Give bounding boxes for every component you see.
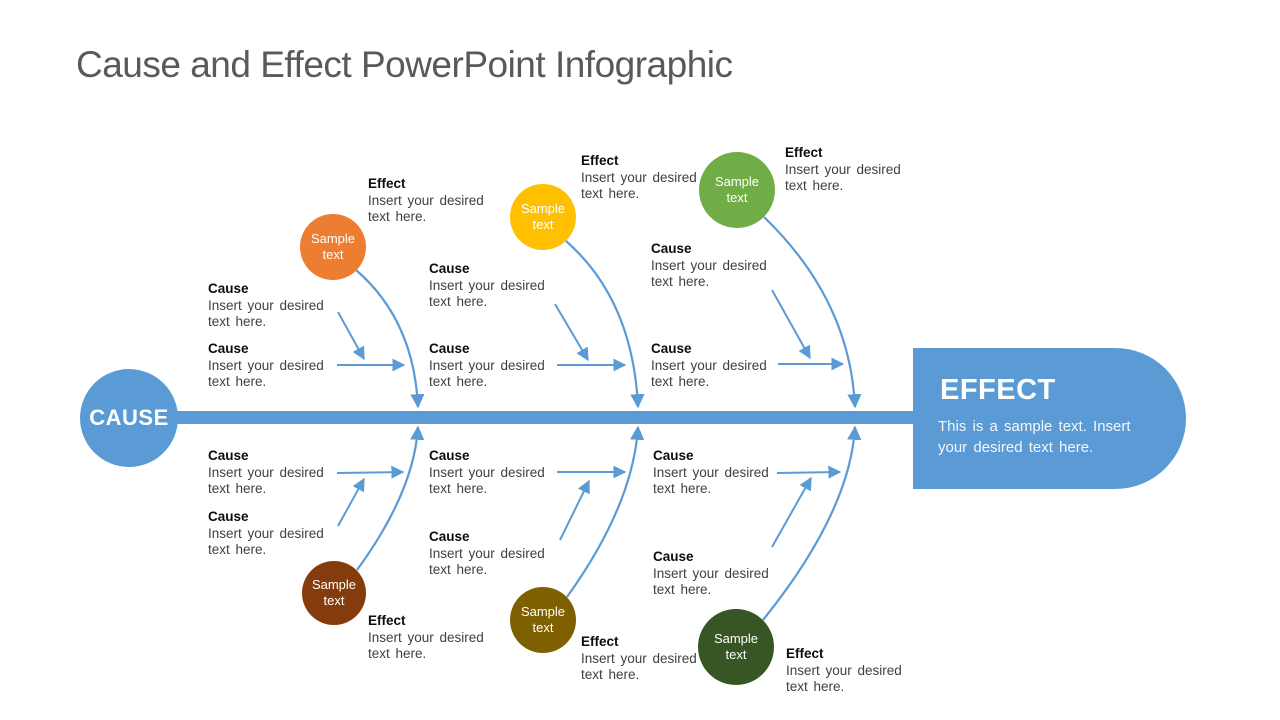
cause-body: Insert your desired text here.	[208, 358, 324, 389]
effect-body: Insert your desired text here.	[581, 651, 697, 682]
effect-text-block: Effect Insert your desired text here.	[581, 634, 713, 683]
sample-circle-label: Sample text	[310, 231, 356, 262]
cause-arrow-diagonal	[554, 303, 589, 362]
cause-text-block: Cause Insert your desired text here.	[429, 529, 561, 578]
cause-heading: Cause	[651, 241, 692, 256]
cause-heading: Cause	[653, 549, 694, 564]
effect-heading: Effect	[785, 145, 823, 160]
effect-body: Insert your desired text here.	[786, 663, 902, 694]
sample-circle-label: Sample text	[520, 201, 566, 232]
cause-arrow-diagonal	[771, 476, 812, 548]
cause-arrow-diagonal	[337, 477, 365, 527]
sample-circle-dark-green: Sample text	[698, 609, 774, 685]
rib-curve-top-right	[763, 216, 862, 409]
rib-curve-bottom-right	[762, 425, 862, 621]
rib-curve-top-middle	[565, 240, 645, 409]
effect-text-block: Effect Insert your desired text here.	[581, 153, 713, 202]
cause-body: Insert your desired text here.	[429, 358, 545, 389]
cause-body: Insert your desired text here.	[653, 465, 769, 496]
sample-circle-label: Sample text	[311, 577, 357, 608]
cause-body: Insert your desired text here.	[429, 465, 545, 496]
cause-text-block: Cause Insert your desired text here.	[651, 241, 783, 290]
sample-circle-label: Sample text	[713, 631, 759, 662]
cause-text-block: Cause Insert your desired text here.	[651, 341, 783, 390]
cause-text-block: Cause Insert your desired text here.	[208, 281, 340, 330]
effect-text-block: Effect Insert your desired text here.	[368, 176, 500, 225]
cause-heading: Cause	[208, 448, 249, 463]
cause-text-block: Cause Insert your desired text here.	[653, 549, 785, 598]
cause-heading: Cause	[208, 281, 249, 296]
cause-arrow-diagonal	[337, 311, 365, 361]
cause-heading: Cause	[653, 448, 694, 463]
cause-node: CAUSE	[80, 369, 178, 467]
rib-curve-bottom-middle	[566, 425, 645, 598]
cause-text-block: Cause Insert your desired text here.	[208, 448, 340, 497]
cause-heading: Cause	[429, 448, 470, 463]
cause-text-block: Cause Insert your desired text here.	[429, 448, 561, 497]
effect-heading: Effect	[368, 613, 406, 628]
cause-node-label: CAUSE	[89, 405, 169, 430]
effect-heading: Effect	[581, 153, 619, 168]
effect-node-label: EFFECT	[940, 374, 1056, 406]
cause-body: Insert your desired text here.	[651, 258, 767, 289]
effect-body: Insert your desired text here.	[785, 162, 901, 193]
cause-body: Insert your desired text here.	[208, 298, 324, 329]
sample-circle-dark-yellow: Sample text	[510, 587, 576, 653]
spine-bar	[150, 411, 920, 424]
sample-circle-label: Sample text	[714, 174, 760, 205]
cause-body: Insert your desired text here.	[208, 526, 324, 557]
cause-heading: Cause	[651, 341, 692, 356]
cause-arrow-diagonal	[559, 479, 590, 541]
sample-circle-yellow: Sample text	[510, 184, 576, 250]
rib-curve-top-left	[355, 269, 425, 409]
cause-text-block: Cause Insert your desired text here.	[208, 341, 340, 390]
cause-heading: Cause	[429, 261, 470, 276]
sample-circle-green: Sample text	[699, 152, 775, 228]
sample-circle-label: Sample text	[520, 604, 566, 635]
cause-heading: Cause	[429, 529, 470, 544]
sample-circle-dark-red: Sample text	[302, 561, 366, 625]
effect-text-block: Effect Insert your desired text here.	[786, 646, 918, 695]
effect-body: Insert your desired text here.	[368, 630, 484, 661]
rib-curve-bottom-left	[356, 425, 425, 571]
cause-body: Insert your desired text here.	[653, 566, 769, 597]
page-title: Cause and Effect PowerPoint Infographic	[76, 44, 733, 85]
cause-text-block: Cause Insert your desired text here.	[429, 341, 561, 390]
cause-text-block: Cause Insert your desired text here.	[429, 261, 561, 310]
cause-arrow-horizontal	[776, 465, 842, 479]
effect-body: Insert your desired text here.	[368, 193, 484, 224]
effect-heading: Effect	[581, 634, 619, 649]
effect-node-description: This is a sample text. Insert your desir…	[938, 418, 1131, 456]
cause-body: Insert your desired text here.	[651, 358, 767, 389]
cause-body: Insert your desired text here.	[208, 465, 324, 496]
effect-body: Insert your desired text here.	[581, 170, 697, 201]
effect-heading: Effect	[368, 176, 406, 191]
cause-body: Insert your desired text here.	[429, 546, 545, 577]
cause-body: Insert your desired text here.	[429, 278, 545, 309]
cause-heading: Cause	[208, 341, 249, 356]
effect-text-block: Effect Insert your desired text here.	[785, 145, 917, 194]
sample-circle-orange: Sample text	[300, 214, 366, 280]
cause-arrow-horizontal	[336, 465, 405, 479]
effect-heading: Effect	[786, 646, 824, 661]
effect-node: EFFECT This is a sample text. Insert you…	[913, 348, 1186, 489]
cause-heading: Cause	[429, 341, 470, 356]
cause-arrow-diagonal	[771, 289, 811, 360]
cause-text-block: Cause Insert your desired text here.	[208, 509, 340, 558]
cause-text-block: Cause Insert your desired text here.	[653, 448, 785, 497]
cause-heading: Cause	[208, 509, 249, 524]
effect-text-block: Effect Insert your desired text here.	[368, 613, 500, 662]
